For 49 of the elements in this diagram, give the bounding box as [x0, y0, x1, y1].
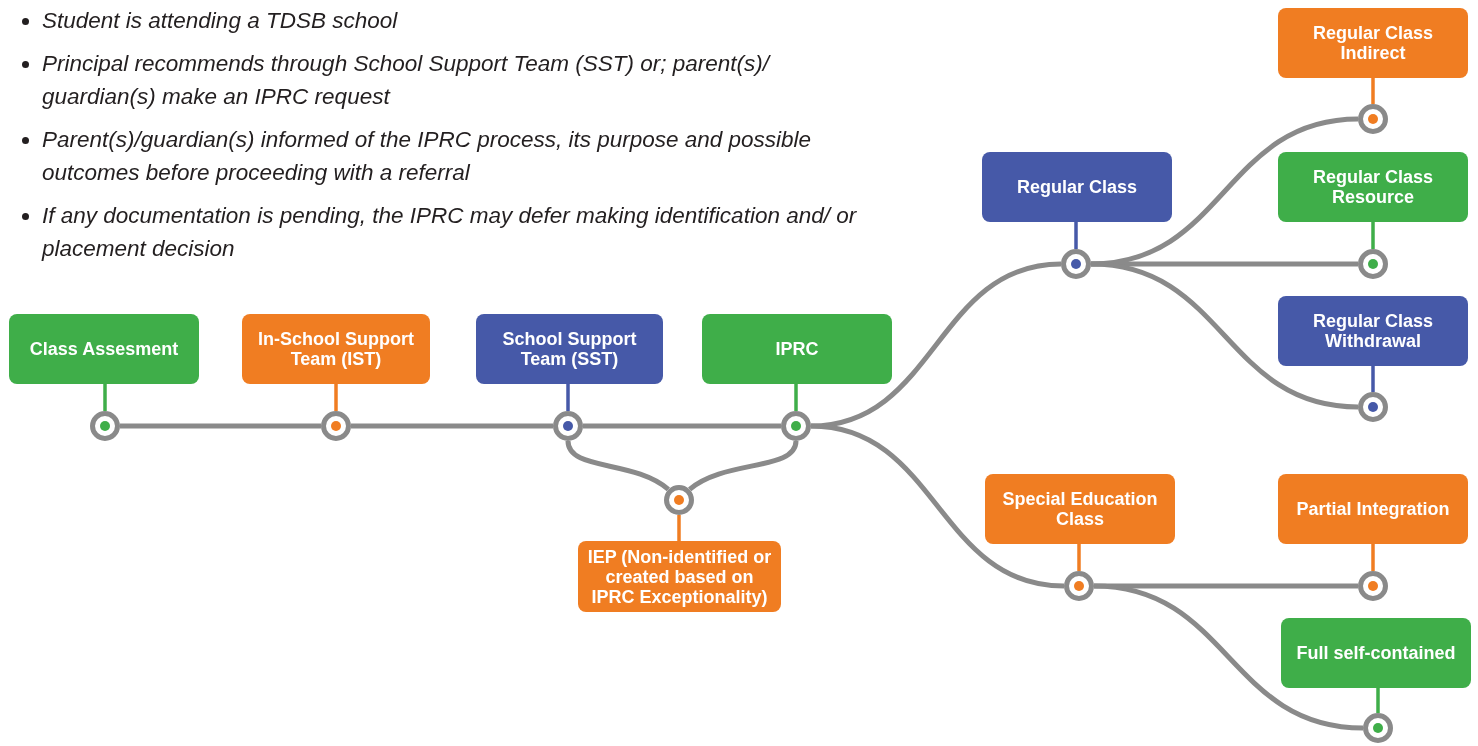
ring-marker [90, 411, 120, 441]
ring-marker [1358, 104, 1388, 134]
stage-box: Full self-contained [1281, 618, 1471, 688]
stem-line [334, 384, 338, 411]
note-text: If any documentation is pending, the IPRC may defer making identification and/ or placement decision [42, 203, 857, 261]
stem-line [1371, 78, 1375, 104]
ring-marker [321, 411, 351, 441]
ring-marker [1358, 571, 1388, 601]
ring-marker [781, 411, 811, 441]
connector-line [810, 261, 1062, 429]
ring-marker [1064, 571, 1094, 601]
connector-line [120, 423, 321, 429]
connector-line [351, 423, 553, 429]
ring-marker [1358, 249, 1388, 279]
stem-line [1371, 544, 1375, 571]
stage-box: Regular Class [982, 152, 1172, 222]
note-text: Principal recommends through School Support Team (SST) or; parent(s)/ guardian(s) make an IPRC request [42, 51, 769, 109]
stage-box: Class Assesment [9, 314, 199, 384]
ring-marker [664, 485, 694, 515]
stage-box: In-School Support Team (IST) [242, 314, 430, 384]
connector-line [583, 423, 781, 429]
stage-box: Regular Class Indirect [1278, 8, 1468, 78]
stage-box: School Support Team (SST) [476, 314, 663, 384]
stem-line [1371, 222, 1375, 249]
connector-line [688, 440, 799, 492]
stem-line [103, 384, 107, 411]
stem-line [566, 384, 570, 411]
stem-line [1376, 688, 1380, 713]
connector-line [1090, 261, 1359, 410]
stem-line [1371, 366, 1375, 392]
ring-marker [1358, 392, 1388, 422]
note-text: Parent(s)/guardian(s) informed of the IPRC process, its purpose and possible outcomes before proceeding with a referral [42, 127, 812, 185]
stage-box: IEP (Non-identified or created based on IPRC Exceptionality) [578, 541, 781, 612]
stage-box: Regular Class Resource [1278, 152, 1468, 222]
connector-line [565, 440, 670, 492]
stem-line [1077, 544, 1081, 571]
stem-line [677, 515, 681, 541]
connector-line [810, 423, 1065, 589]
stem-line [794, 384, 798, 411]
stage-box: Special Education Class [985, 474, 1175, 544]
ring-marker [1061, 249, 1091, 279]
stem-line [1074, 222, 1078, 249]
stage-box: IPRC [702, 314, 892, 384]
stage-box: Partial Integration [1278, 474, 1468, 544]
note-text: Student is attending a TDSB school [42, 8, 398, 33]
stage-box: Regular Class Withdrawal [1278, 296, 1468, 366]
ring-marker [553, 411, 583, 441]
ring-marker [1363, 713, 1393, 743]
connector-line [1093, 583, 1364, 731]
